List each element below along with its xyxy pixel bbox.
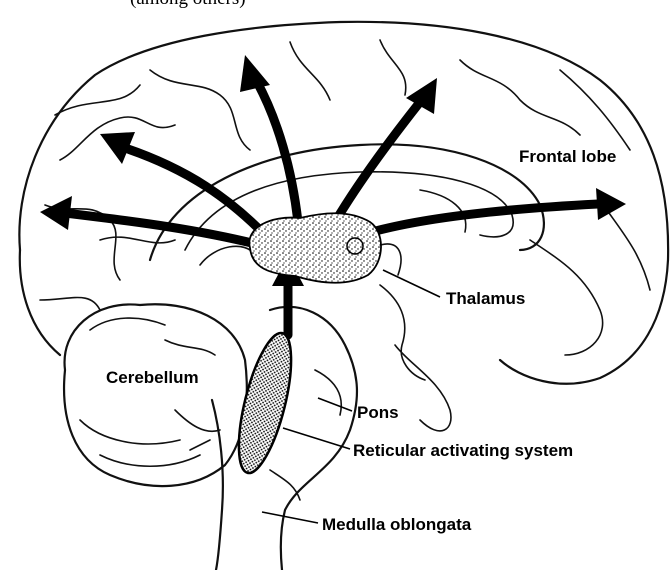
thalamus-label: Thalamus xyxy=(446,289,525,309)
ras-label: Reticular activating system xyxy=(353,441,573,461)
ras-shape xyxy=(228,328,302,477)
cerebellum-label: Cerebellum xyxy=(106,368,199,388)
ras-leader xyxy=(283,428,350,449)
arrow-left-lower xyxy=(65,213,260,245)
arrow-right xyxy=(372,204,598,232)
arrow-up-right xyxy=(335,102,420,222)
arrow-left-lower-head xyxy=(40,196,72,230)
arrow-up-center xyxy=(256,80,298,222)
cerebellum-outline xyxy=(64,304,247,486)
thalamus-shape xyxy=(249,213,381,283)
medulla-label: Medulla oblongata xyxy=(322,515,471,535)
projection-arrows xyxy=(40,55,626,335)
pons-leader xyxy=(318,398,352,411)
arrow-up-center-head xyxy=(240,55,270,92)
frontal-lobe-label: Frontal lobe xyxy=(519,147,616,167)
medulla-leader xyxy=(262,512,318,523)
thalamus-leader xyxy=(383,270,440,297)
pons-label: Pons xyxy=(357,403,399,423)
